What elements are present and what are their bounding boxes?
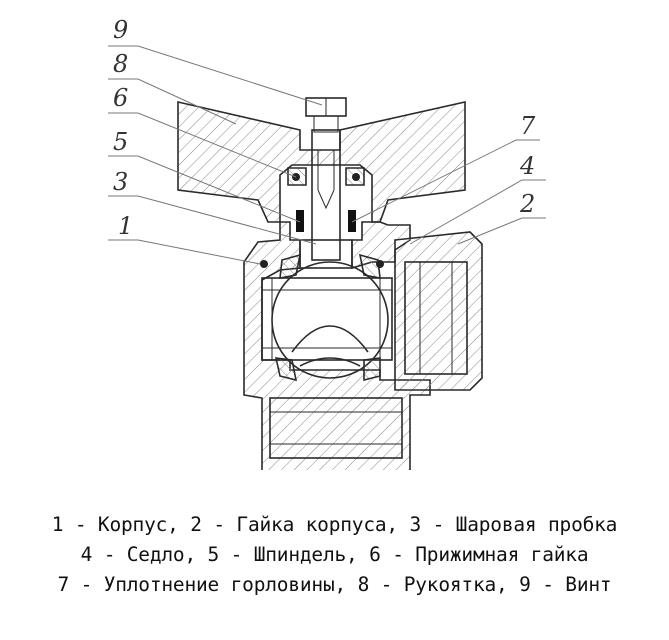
seats bbox=[260, 253, 384, 382]
callout-3: 3 bbox=[113, 168, 128, 196]
body-nut bbox=[394, 231, 483, 391]
callout-9: 9 bbox=[113, 16, 128, 44]
neck-seal bbox=[296, 210, 356, 232]
screw bbox=[305, 97, 347, 133]
callout-6: 6 bbox=[113, 84, 128, 112]
ball-plug bbox=[261, 261, 393, 379]
parts-legend: 1 - Корпус, 2 - Гайка корпуса, 3 - Шаров… bbox=[0, 510, 669, 600]
handle bbox=[177, 100, 466, 223]
legend-line-1: 1 - Корпус, 2 - Гайка корпуса, 3 - Шаров… bbox=[51, 513, 618, 536]
callout-2: 2 bbox=[519, 190, 535, 218]
leader-lines bbox=[108, 45, 546, 265]
callout-8: 8 bbox=[113, 50, 128, 78]
callout-5: 5 bbox=[113, 128, 128, 156]
callout-4: 4 bbox=[519, 152, 535, 180]
callout-7: 7 bbox=[520, 112, 536, 140]
callout-1: 1 bbox=[118, 212, 133, 240]
press-nut bbox=[287, 167, 365, 186]
legend-line-3: 7 - Уплотнение горловины, 8 - Рукоятка, … bbox=[57, 573, 612, 596]
valve-section-drawing: 9 8 6 5 3 1 7 4 2 bbox=[108, 16, 546, 470]
legend-line-2: 4 - Седло, 5 - Шпиндель, 6 - Прижимная г… bbox=[80, 543, 589, 566]
